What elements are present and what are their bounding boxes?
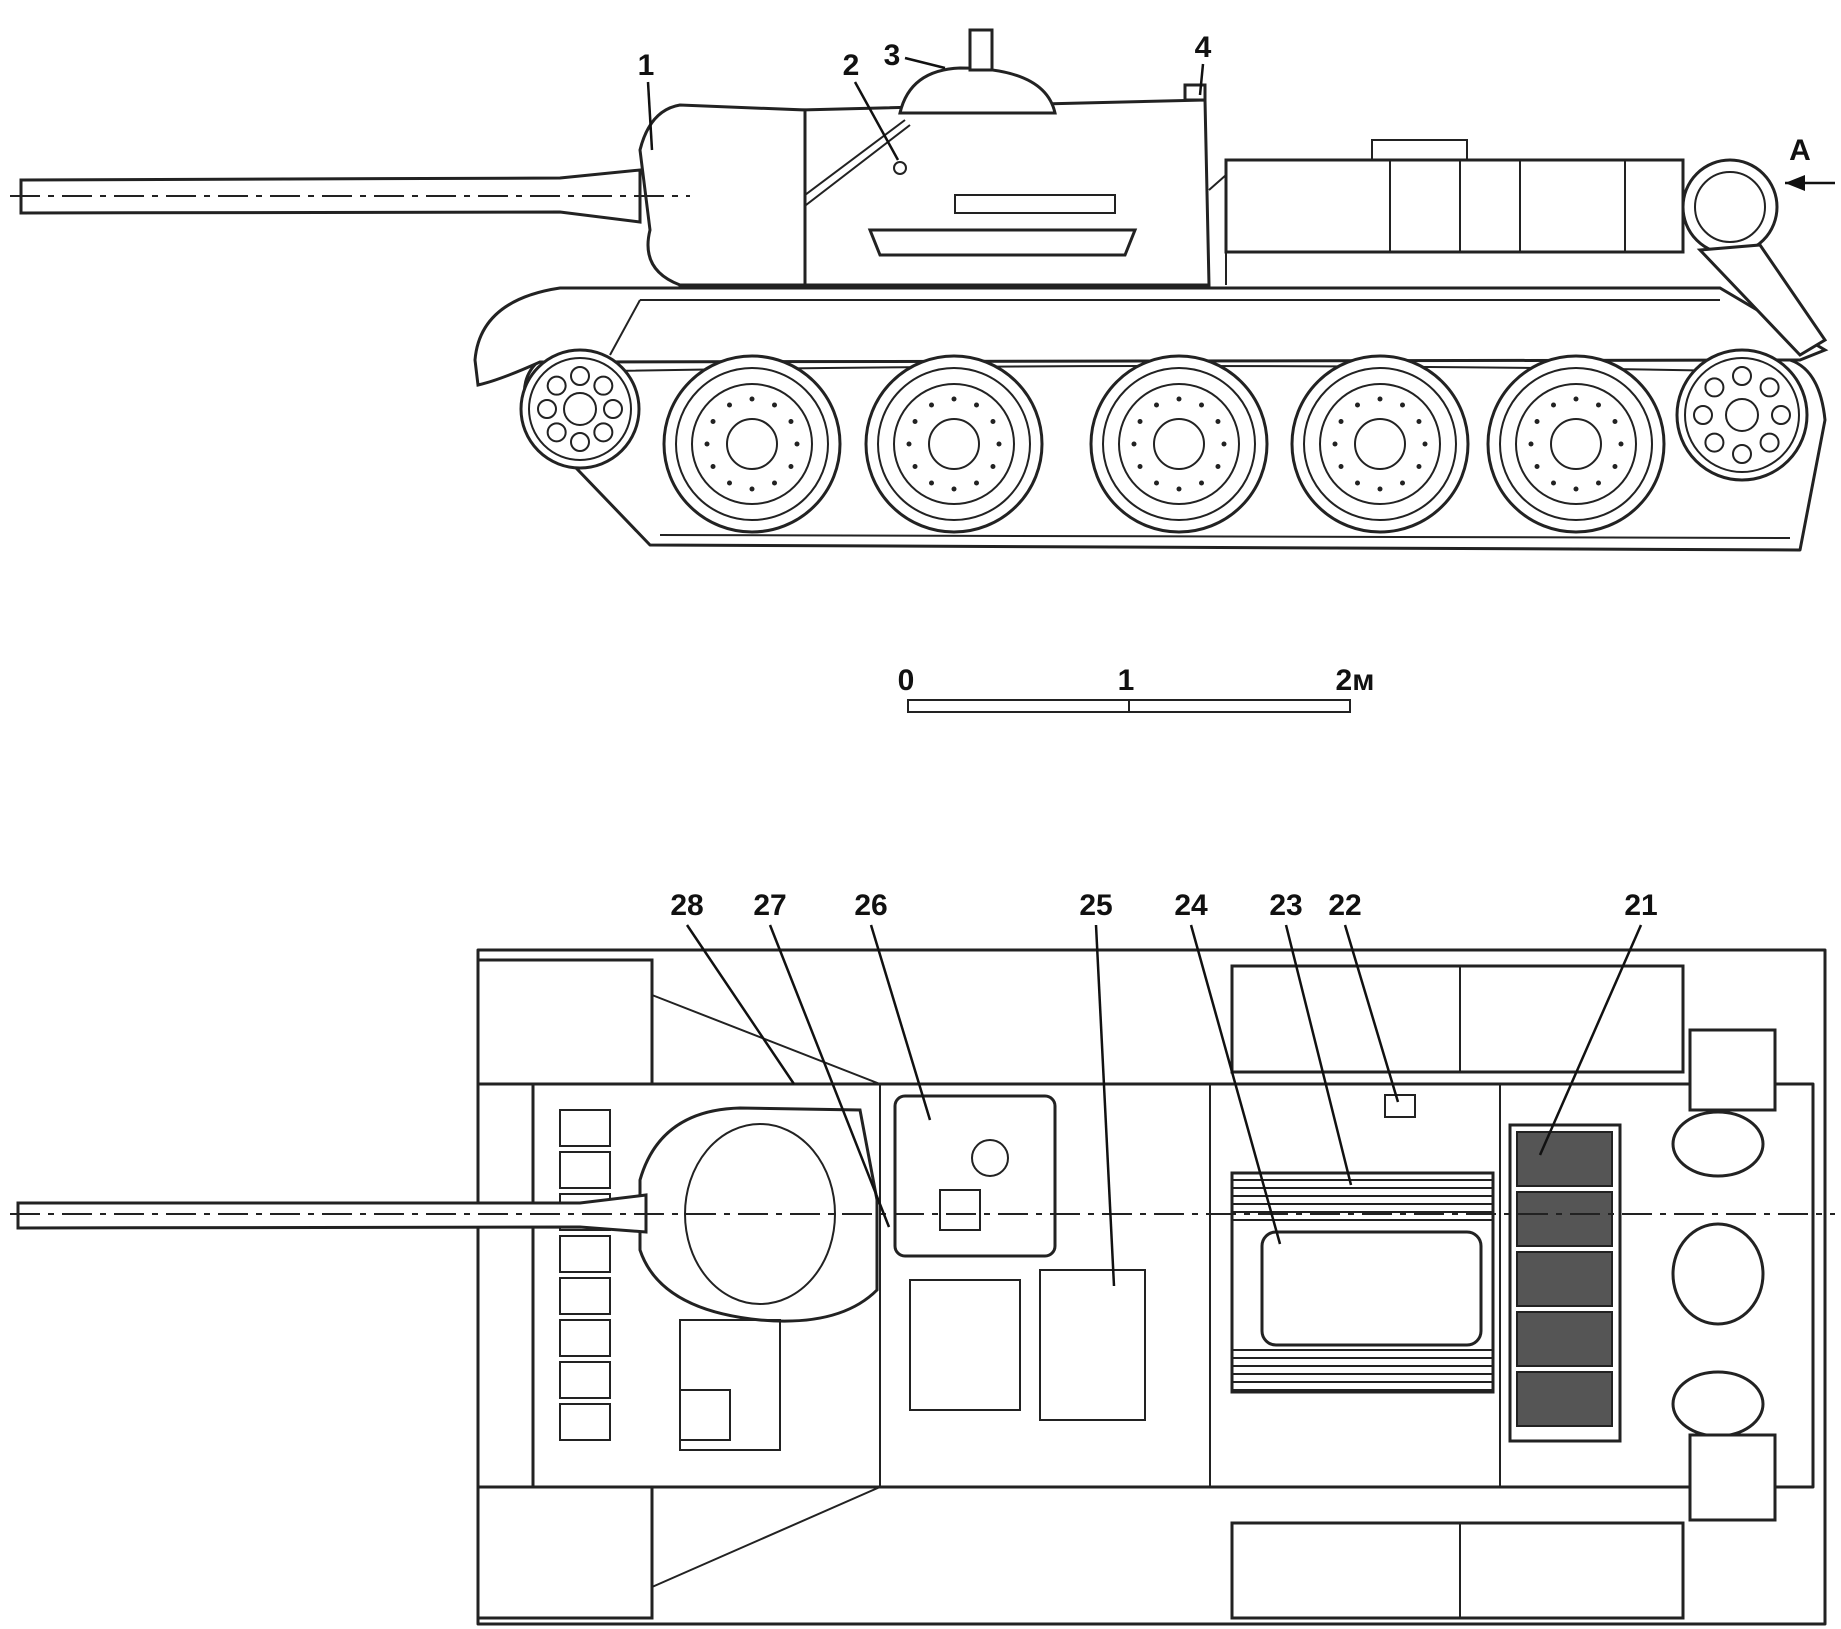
- callout-27: 27: [753, 889, 786, 922]
- callout-21: 21: [1624, 889, 1657, 922]
- radiator-grille-21: [1508, 1123, 1622, 1443]
- periscope: [968, 28, 994, 72]
- callout-4: 4: [1195, 31, 1212, 64]
- spare-track-link: [559, 1403, 611, 1441]
- callout-leader: [1538, 924, 1643, 1156]
- callout-26: 26: [854, 889, 887, 922]
- gun-mantlet: [638, 103, 807, 287]
- rear-hatch-3: [1671, 1370, 1765, 1438]
- spare-track-link: [559, 1235, 611, 1273]
- callout-leader: [1094, 924, 1116, 1287]
- callout-leader: [1189, 924, 1282, 1245]
- road-wheel: [1290, 354, 1470, 534]
- top-view: 28 27 26 25 24 23 22 21: [10, 889, 1835, 1626]
- engine-hatch-24: [1260, 1230, 1483, 1347]
- grille-cell: [1516, 1371, 1613, 1427]
- callout-leader: [1284, 924, 1353, 1186]
- spare-track-link: [559, 1319, 611, 1357]
- callout-24: 24: [1174, 889, 1208, 922]
- callout-leader: [685, 924, 796, 1085]
- hull-side: [473, 286, 1829, 387]
- fuel-tanks-top: [1230, 964, 1685, 1074]
- hull-outline-top: [476, 948, 1827, 1626]
- callout-22: 22: [1328, 889, 1361, 922]
- callout-28: 28: [670, 889, 703, 922]
- wheel-hub: [1153, 418, 1205, 470]
- scale-tick-2: 2м: [1336, 664, 1375, 697]
- rear-hatch-2: [1671, 1222, 1765, 1326]
- scale-bar: 0 1 2м: [898, 664, 1375, 713]
- external-fuel-tanks: [1224, 158, 1685, 254]
- drive-sprocket: [1675, 348, 1809, 482]
- callout-leader: [1343, 924, 1400, 1103]
- spare-track-link: [559, 1277, 611, 1315]
- scale-tick-0: 0: [898, 664, 915, 697]
- fuel-tanks-bottom: [1230, 1521, 1685, 1620]
- callout-2: 2: [843, 49, 860, 82]
- scale-tick-1: 1: [1118, 664, 1135, 697]
- callout-1: 1: [638, 49, 655, 82]
- rear-hatch-1: [1671, 1110, 1765, 1178]
- road-wheels: [519, 348, 1809, 534]
- road-wheel: [662, 354, 842, 534]
- grille-cell: [1516, 1311, 1613, 1367]
- spare-track-link: [559, 1109, 611, 1147]
- callout-leader: [869, 924, 932, 1121]
- wheel-hub: [726, 418, 778, 470]
- commander-cupola: [898, 66, 1057, 115]
- spare-track-link: [559, 1151, 611, 1189]
- spare-track-link: [559, 1361, 611, 1399]
- front-fender-box-left: [476, 958, 654, 1086]
- callout-3: 3: [884, 39, 901, 72]
- wheel-hub: [1354, 418, 1406, 470]
- hatch-26: [893, 1094, 1057, 1258]
- road-wheel: [1089, 354, 1269, 534]
- road-wheel: [864, 354, 1044, 534]
- callout-leader: [768, 924, 891, 1228]
- wheel-hub: [1550, 418, 1602, 470]
- front-fender-box-right: [476, 1485, 654, 1620]
- grille-cell: [1516, 1251, 1613, 1307]
- wheel-hub: [928, 418, 980, 470]
- grille-cell: [1516, 1131, 1613, 1187]
- rear-cylinder: [1681, 158, 1779, 256]
- callout-23: 23: [1269, 889, 1302, 922]
- side-view: 1 2 3 4 А: [10, 28, 1835, 552]
- road-wheel: [1486, 354, 1666, 534]
- grille-cell: [1516, 1191, 1613, 1247]
- view-arrow-label: А: [1789, 134, 1811, 167]
- callout-25: 25: [1079, 889, 1112, 922]
